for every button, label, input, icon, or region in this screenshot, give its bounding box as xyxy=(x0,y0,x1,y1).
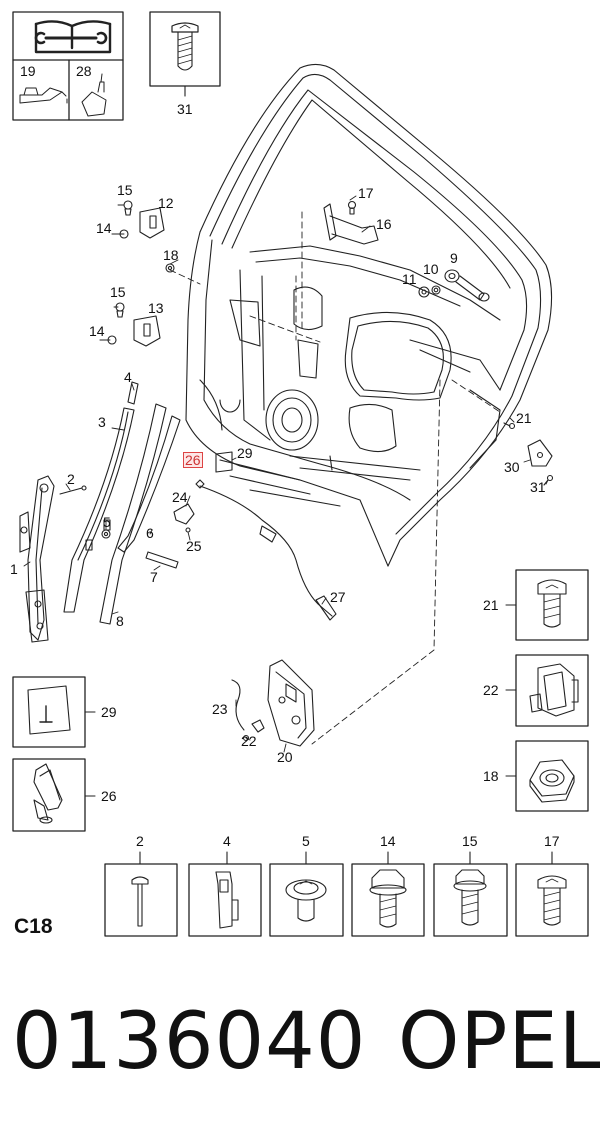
detail-box-21 xyxy=(505,569,589,641)
callout-26-highlighted: 26 xyxy=(183,452,203,468)
detail-box-22 xyxy=(505,654,589,727)
callout-16: 16 xyxy=(376,216,392,232)
legend-oil-label: 19 xyxy=(20,63,36,79)
adhesive-tube-icon xyxy=(81,73,107,117)
callout-15-lower: 15 xyxy=(110,284,126,300)
callout-17: 17 xyxy=(358,185,374,201)
detail-label-22: 22 xyxy=(483,682,499,698)
callout-6: 6 xyxy=(146,525,154,541)
brand-name: OPEL xyxy=(398,997,600,1087)
bottom-box-4 xyxy=(188,851,262,937)
callout-31: 31 xyxy=(530,479,546,495)
callout-24: 24 xyxy=(172,489,188,505)
detail-label-29: 29 xyxy=(101,704,117,720)
callout-14-upper: 14 xyxy=(96,220,112,236)
detail-label-21: 21 xyxy=(483,597,499,613)
screw-31-label: 31 xyxy=(177,101,193,117)
callout-23: 23 xyxy=(212,701,228,717)
door-check-strap xyxy=(323,200,379,245)
bottom-label-5: 5 xyxy=(302,833,310,849)
callout-15-upper: 15 xyxy=(117,182,133,198)
bottom-box-17 xyxy=(515,851,589,937)
callout-10: 10 xyxy=(423,261,439,277)
callout-30: 30 xyxy=(504,459,520,475)
callout-leaders xyxy=(23,85,549,753)
callout-8: 8 xyxy=(116,613,124,629)
detail-box-18 xyxy=(505,740,589,812)
rivet-2 xyxy=(59,485,87,495)
legend-box xyxy=(12,11,124,121)
callout-2: 2 xyxy=(67,471,75,487)
callout-9: 9 xyxy=(450,250,458,266)
callout-13: 13 xyxy=(148,300,164,316)
callout-20: 20 xyxy=(277,749,293,765)
nut-5 xyxy=(101,529,111,539)
screw-31-box xyxy=(149,11,221,97)
bracket-30 xyxy=(503,422,554,486)
bottom-box-14 xyxy=(351,851,425,937)
bottom-box-15 xyxy=(433,851,508,937)
hinge-upper xyxy=(111,200,165,239)
seal-strip-7 xyxy=(145,551,179,569)
window-channels xyxy=(63,403,181,625)
dashed-leader-lines xyxy=(169,211,501,745)
bottom-label-15: 15 xyxy=(462,833,478,849)
callout-5: 5 xyxy=(103,514,111,530)
callout-22: 22 xyxy=(241,733,257,749)
handle-cable xyxy=(173,451,337,621)
page-code: C18 xyxy=(14,915,53,938)
bottom-label-17: 17 xyxy=(544,833,560,849)
bottom-label-14: 14 xyxy=(380,833,396,849)
nut-18 xyxy=(165,263,175,273)
callout-14-lower: 14 xyxy=(89,323,105,339)
callout-18: 18 xyxy=(163,247,179,263)
window-regulator xyxy=(19,475,55,643)
callout-4: 4 xyxy=(124,369,132,385)
callout-27: 27 xyxy=(330,589,346,605)
part-number: 0136040 xyxy=(12,997,367,1087)
callout-11: 11 xyxy=(402,271,417,287)
lock-rod-parts xyxy=(418,269,490,302)
callout-7: 7 xyxy=(150,569,158,585)
stud-4 xyxy=(127,381,139,405)
callout-12: 12 xyxy=(158,195,174,211)
callout-1: 1 xyxy=(10,561,18,577)
detail-box-26 xyxy=(12,758,96,832)
door-inner-panel xyxy=(185,63,553,567)
bottom-box-2 xyxy=(104,851,178,937)
callout-29: 29 xyxy=(237,445,253,461)
repair-manual-wrench-icon xyxy=(34,20,112,54)
detail-label-18: 18 xyxy=(483,768,499,784)
callout-3: 3 xyxy=(98,414,106,430)
callout-21: 21 xyxy=(516,410,532,426)
door-lock-module xyxy=(231,659,315,747)
callout-25: 25 xyxy=(186,538,202,554)
detail-label-26: 26 xyxy=(101,788,117,804)
bottom-label-4: 4 xyxy=(223,833,231,849)
legend-adhesive-label: 28 xyxy=(76,63,92,79)
bottom-label-2: 2 xyxy=(136,833,144,849)
bottom-box-5 xyxy=(269,851,344,937)
detail-box-29 xyxy=(12,676,96,748)
oil-can-icon xyxy=(19,87,68,104)
